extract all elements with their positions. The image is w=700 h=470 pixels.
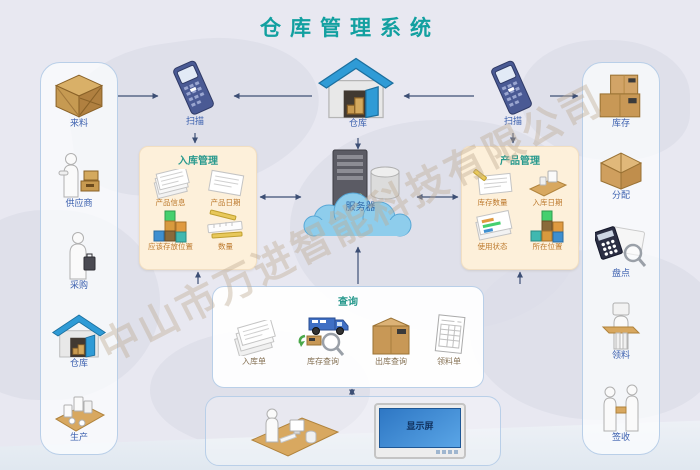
item-label: 入库单	[242, 357, 266, 366]
monitor-label: 显示屏	[406, 422, 434, 433]
item-label: 产品信息	[155, 198, 186, 207]
calculator-magnifier-icon	[595, 223, 647, 269]
status-report-icon	[471, 209, 515, 243]
node-production: 生产	[41, 391, 117, 444]
monitor-screen: 显示屏	[379, 408, 461, 448]
node-label: 领料	[611, 351, 630, 362]
item-usage-status: 使用状态	[465, 209, 520, 251]
panel-title: 入库管理	[178, 156, 218, 167]
item-inbound-form: 入库单	[229, 320, 279, 367]
item-label: 库存数量	[477, 198, 508, 207]
item-label: 应该存放位置	[148, 242, 193, 252]
item-label: 使用状态	[477, 242, 508, 252]
item-label: 领料单	[437, 357, 461, 366]
node-label: 库存	[611, 119, 630, 129]
item-product-date: 产品日期	[198, 169, 253, 207]
supplier-person-icon	[55, 151, 103, 199]
display-monitor: 显示屏	[374, 403, 466, 459]
list-pencil-icon	[471, 169, 515, 199]
panel-product-management: 产品管理 库存数量	[461, 146, 579, 270]
node-purchasing: 采购	[41, 231, 117, 292]
right-column: 库存 分配	[582, 62, 660, 455]
warehouse-label: 仓库	[348, 119, 367, 129]
item-product-info: 产品信息	[143, 169, 198, 207]
node-allocation: 分配	[583, 151, 659, 202]
item-quantity: 数量	[198, 209, 253, 251]
item-label: 库存查询	[307, 357, 339, 366]
ruler-pencil-icon	[204, 209, 248, 243]
monitor-buttons	[379, 450, 461, 456]
panel-title: 产品管理	[500, 156, 540, 167]
server-label: 服务器	[345, 202, 376, 213]
node-inventory: 库存	[583, 73, 659, 130]
item-label: 出库查询	[375, 357, 407, 366]
scanner-left: 扫描	[160, 60, 230, 128]
operator-desk-icon	[244, 402, 344, 460]
documents-stack-icon	[149, 169, 193, 199]
item-label: 所在位置	[532, 242, 563, 252]
node-label: 供应商	[65, 199, 93, 210]
panel-query: 查询 入库单	[212, 286, 484, 388]
server-cloud-icon	[303, 146, 418, 244]
node-sign-off: 签收	[583, 383, 659, 444]
bottom-terminal-panel: 显示屏	[205, 396, 501, 466]
node-material-picking: 领料	[583, 301, 659, 362]
item-stock-query: 库存查询	[295, 312, 351, 367]
scanner-label: 扫描	[503, 117, 522, 127]
page-title: 仓库管理系统	[260, 16, 440, 40]
handheld-scanner-icon	[478, 60, 548, 118]
two-people-icon	[598, 383, 644, 433]
carton-box-icon	[597, 151, 645, 191]
node-stocktaking: 盘点	[583, 223, 659, 280]
colored-blocks-icon	[151, 209, 191, 243]
item-current-location: 所在位置	[520, 209, 575, 251]
node-label: 来料	[69, 119, 88, 129]
documents-stack-icon	[229, 320, 279, 356]
stacked-boxes-icon	[596, 73, 646, 119]
warehouse-house-icon	[316, 56, 400, 120]
node-label: 分配	[611, 191, 630, 202]
node-warehouse-left: 仓库	[41, 313, 117, 370]
carton-box-icon	[367, 314, 415, 356]
scanner-right: 扫描	[478, 60, 548, 128]
warehouse-house-icon	[51, 313, 107, 359]
item-label: 数量	[218, 242, 233, 252]
node-label: 盘点	[611, 269, 630, 280]
left-column: 来料 供应商	[40, 62, 118, 455]
item-inbound-date: 入库日期	[520, 169, 575, 207]
server-node: 服务器	[303, 146, 418, 244]
node-label: 仓库	[69, 359, 88, 370]
purchaser-person-icon	[59, 231, 99, 281]
picking-desk-icon	[599, 301, 643, 351]
panel-title: 查询	[338, 297, 358, 308]
node-label: 采购	[69, 281, 88, 292]
node-label: 签收	[611, 433, 630, 444]
form-table-icon	[431, 314, 467, 356]
node-label: 生产	[69, 433, 88, 444]
item-stock-quantity: 库存数量	[465, 169, 520, 207]
desk-calendar-icon	[526, 169, 570, 199]
production-bench-icon	[50, 391, 108, 433]
document-icon	[204, 169, 248, 199]
panel-inbound-management: 入库管理 产品信息	[139, 146, 257, 270]
scanner-label: 扫描	[185, 117, 204, 127]
node-incoming-material: 来料	[41, 73, 117, 130]
item-requisition-form: 领料单	[431, 314, 467, 367]
node-supplier: 供应商	[41, 151, 117, 210]
colored-blocks-icon	[528, 209, 568, 243]
item-storage-location: 应该存放位置	[143, 209, 198, 251]
truck-magnifier-icon	[295, 312, 351, 356]
item-label: 入库日期	[532, 198, 563, 207]
handheld-scanner-icon	[160, 60, 230, 118]
wooden-crate-icon	[54, 73, 104, 119]
warehouse-center: 仓库	[316, 56, 400, 130]
item-outbound-query: 出库查询	[367, 314, 415, 367]
item-label: 产品日期	[210, 198, 241, 207]
